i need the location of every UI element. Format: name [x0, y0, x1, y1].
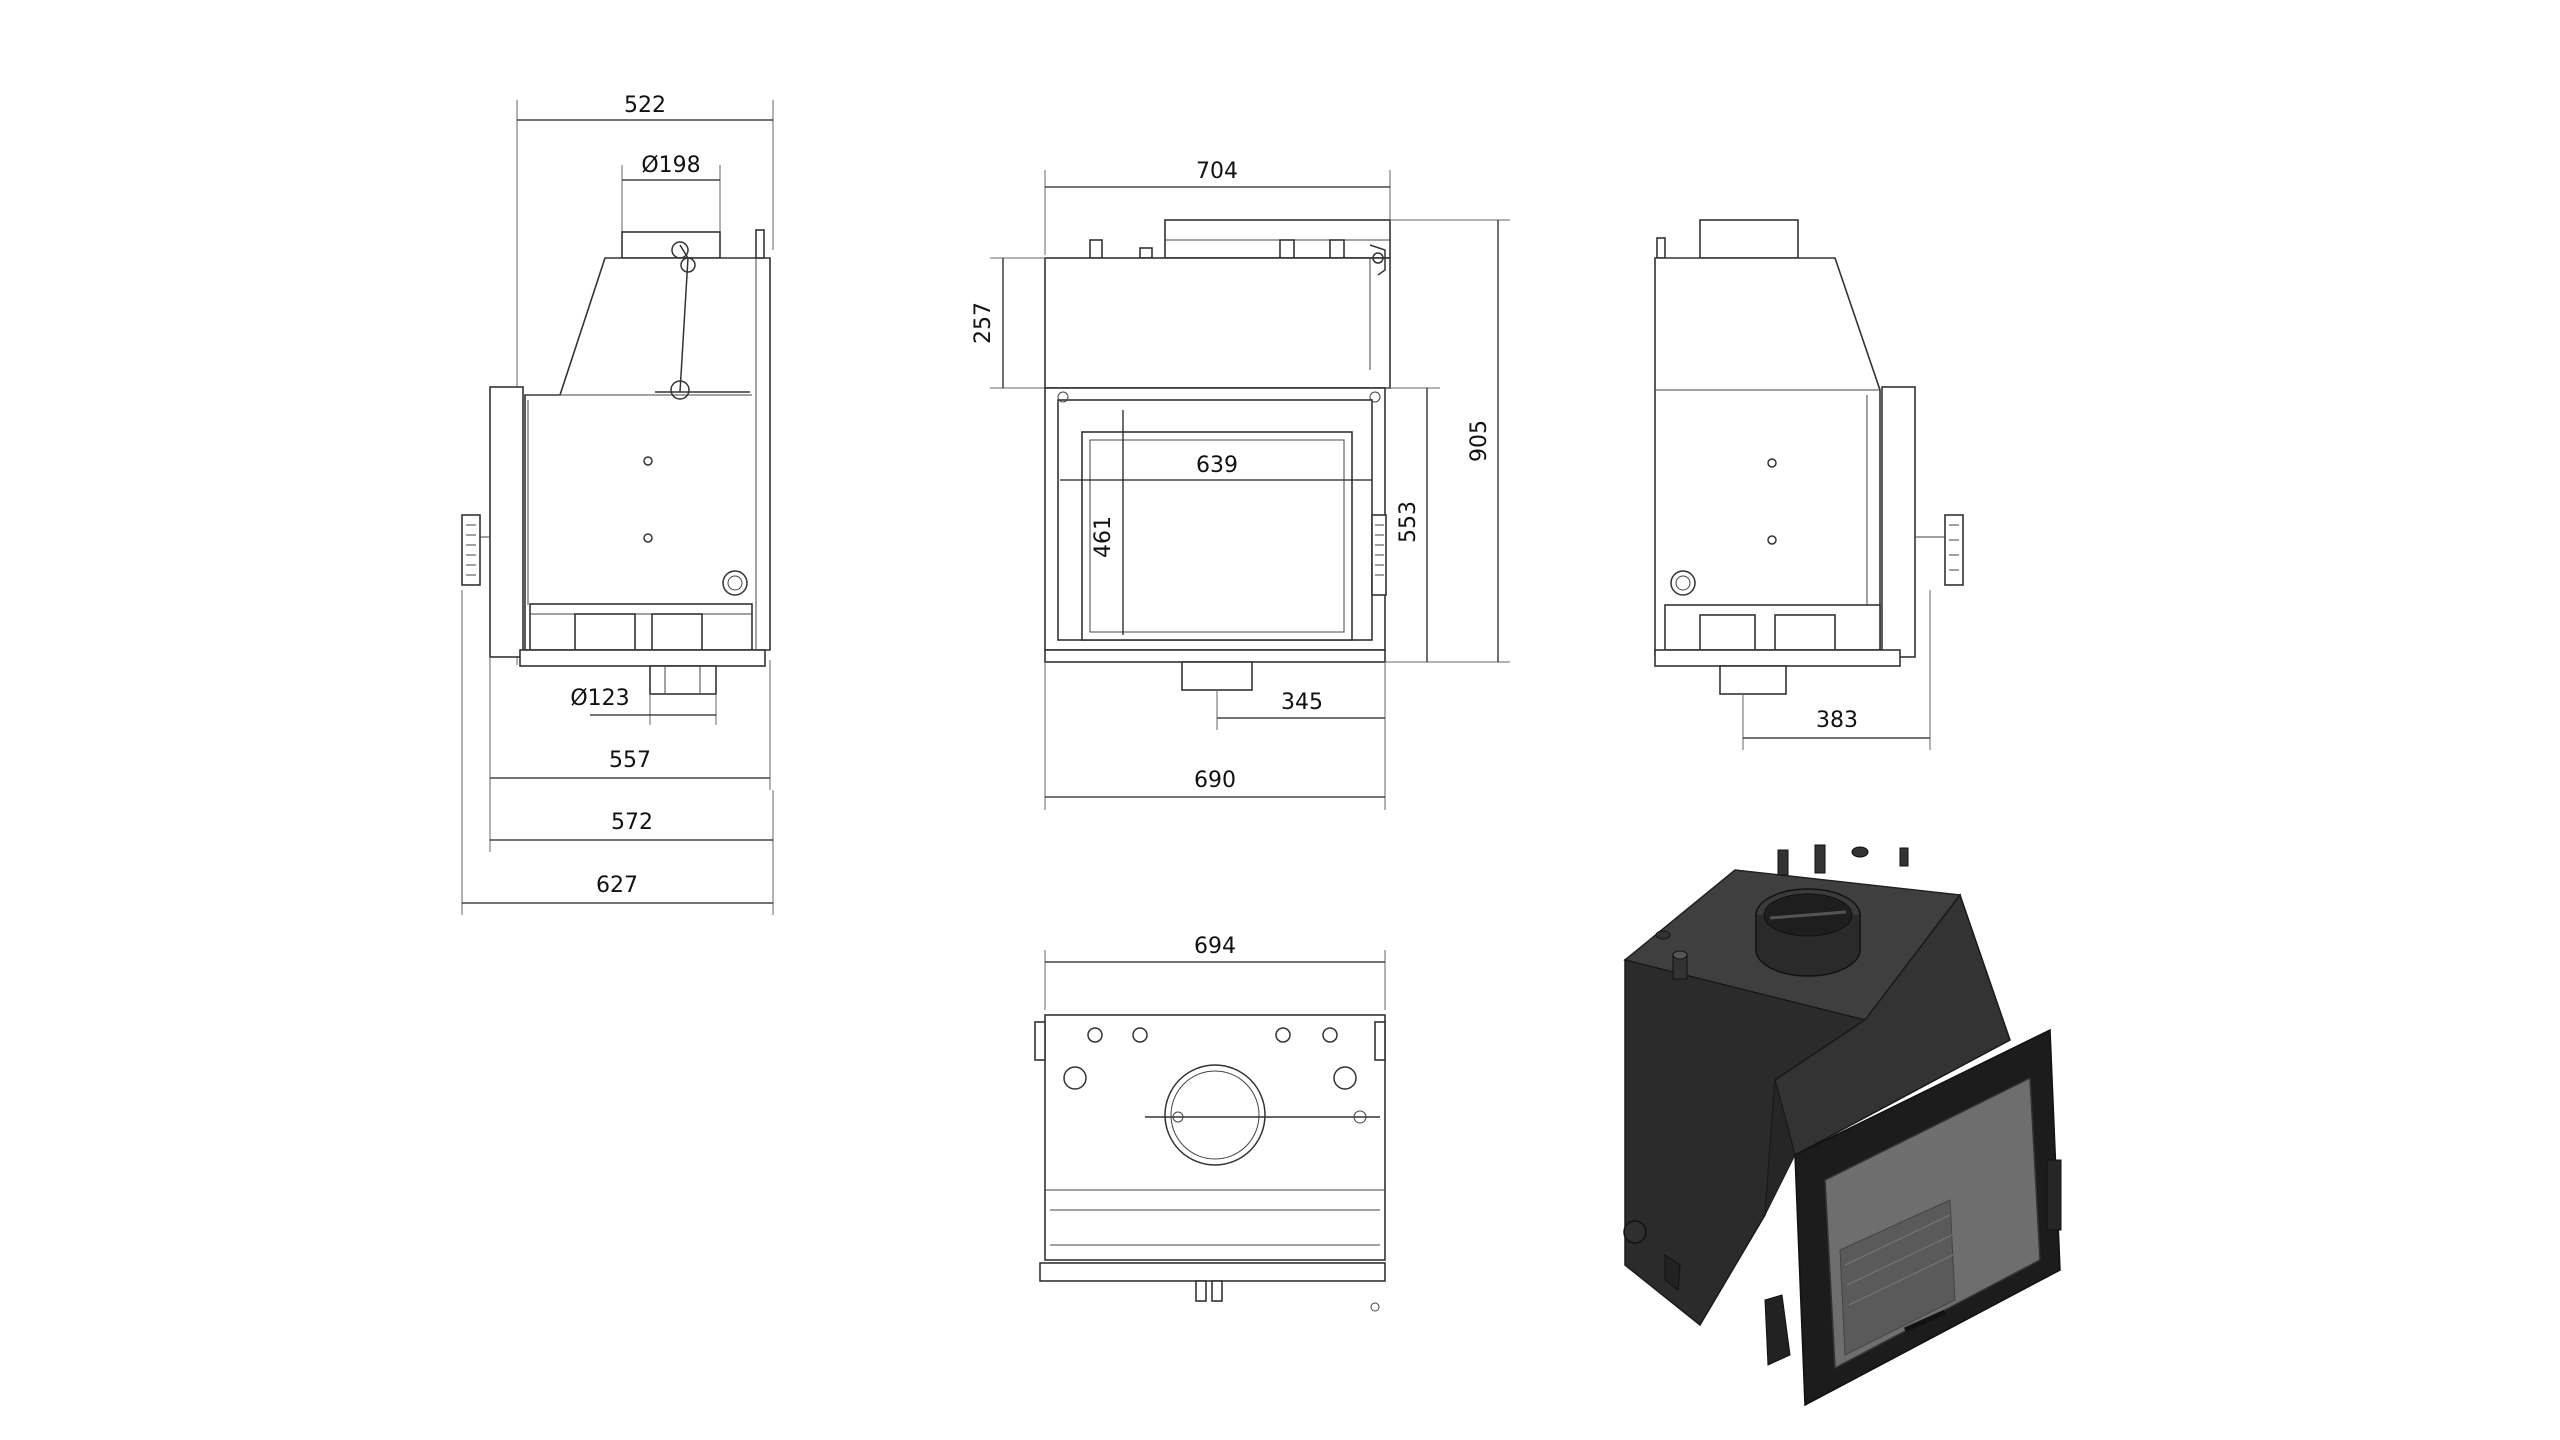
side-view-left: 522 Ø198: [461, 93, 774, 915]
dim-total-height: 905: [1467, 420, 1492, 462]
dim-bottom-outlet-diameter: Ø123: [570, 686, 629, 711]
front-view: 704 257: [971, 159, 1510, 810]
dim-flue-diameter: Ø198: [641, 153, 700, 178]
top-view: 694: [1034, 934, 1386, 1312]
dim-outlet-offset: 345: [1281, 690, 1323, 715]
dim-glass-height: 461: [1091, 516, 1116, 558]
side-view-right: 383: [1654, 219, 1964, 750]
dim-depth-572: 572: [611, 810, 653, 835]
dim-door-height: 553: [1396, 501, 1421, 543]
dim-depth-627: 627: [596, 873, 638, 898]
dim-base-width: 690: [1194, 768, 1236, 793]
dim-depth-557: 557: [609, 748, 651, 773]
render-3d: [1623, 844, 2062, 1407]
dim-top-view-width: 694: [1194, 934, 1236, 959]
dim-glass-width: 639: [1196, 453, 1238, 478]
dim-total-depth: 522: [624, 93, 666, 118]
dim-top-width: 704: [1196, 159, 1238, 184]
dim-outlet-offset-right: 383: [1816, 708, 1858, 733]
dim-upper-height: 257: [971, 302, 996, 344]
